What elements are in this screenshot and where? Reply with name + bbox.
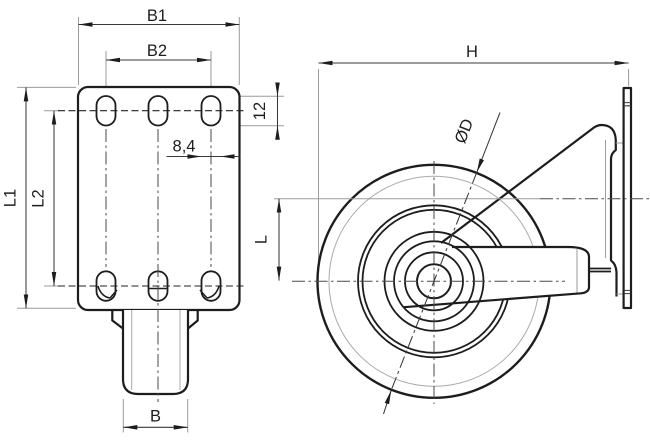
dim-label-b1: B1 (147, 7, 167, 25)
dim-label-slot-length: 12 (251, 102, 269, 120)
dim-label-b: B (150, 408, 161, 426)
fork-arm-body (398, 244, 589, 308)
diameter-line-inner (390, 172, 478, 391)
dim-label-l2: L2 (30, 189, 48, 207)
housing-plate-joints (615, 142, 624, 295)
mounting-plate-side (622, 86, 633, 310)
hole-column-centerlines (105, 129, 212, 402)
mounting-plate (76, 85, 241, 312)
slot-seethrough-left (97, 285, 118, 299)
fork-upper-edge (440, 123, 618, 297)
ext-lines-b1 (78, 17, 240, 85)
dim-label-diameter: ØD (451, 116, 477, 146)
diameter-leader-top (476, 112, 501, 173)
fork-leg-tab-right (187, 310, 199, 330)
wheel-front-outline (121, 310, 190, 396)
ext-lines-l2 (44, 110, 59, 287)
fork-leg-tab-left (111, 310, 124, 330)
diameter-leader-bottom (383, 390, 392, 415)
swivel-stub (589, 267, 611, 273)
slot-seethrough-right (199, 285, 220, 299)
dim-label-b2: B2 (147, 42, 167, 60)
ext-lines-h (318, 69, 630, 268)
dim-label-h: H (466, 43, 478, 61)
dim-label-l: L (253, 235, 271, 244)
dimension-lines (23, 22, 629, 430)
wheel-side-view (274, 69, 649, 415)
dim-label-slot-width: 8,4 (173, 138, 196, 156)
plate-front-view (17, 17, 284, 433)
dim-label-l1: L1 (2, 189, 20, 207)
plate-slot-ticks (623, 102, 631, 295)
wheel-front-tread-lines (131, 310, 181, 390)
